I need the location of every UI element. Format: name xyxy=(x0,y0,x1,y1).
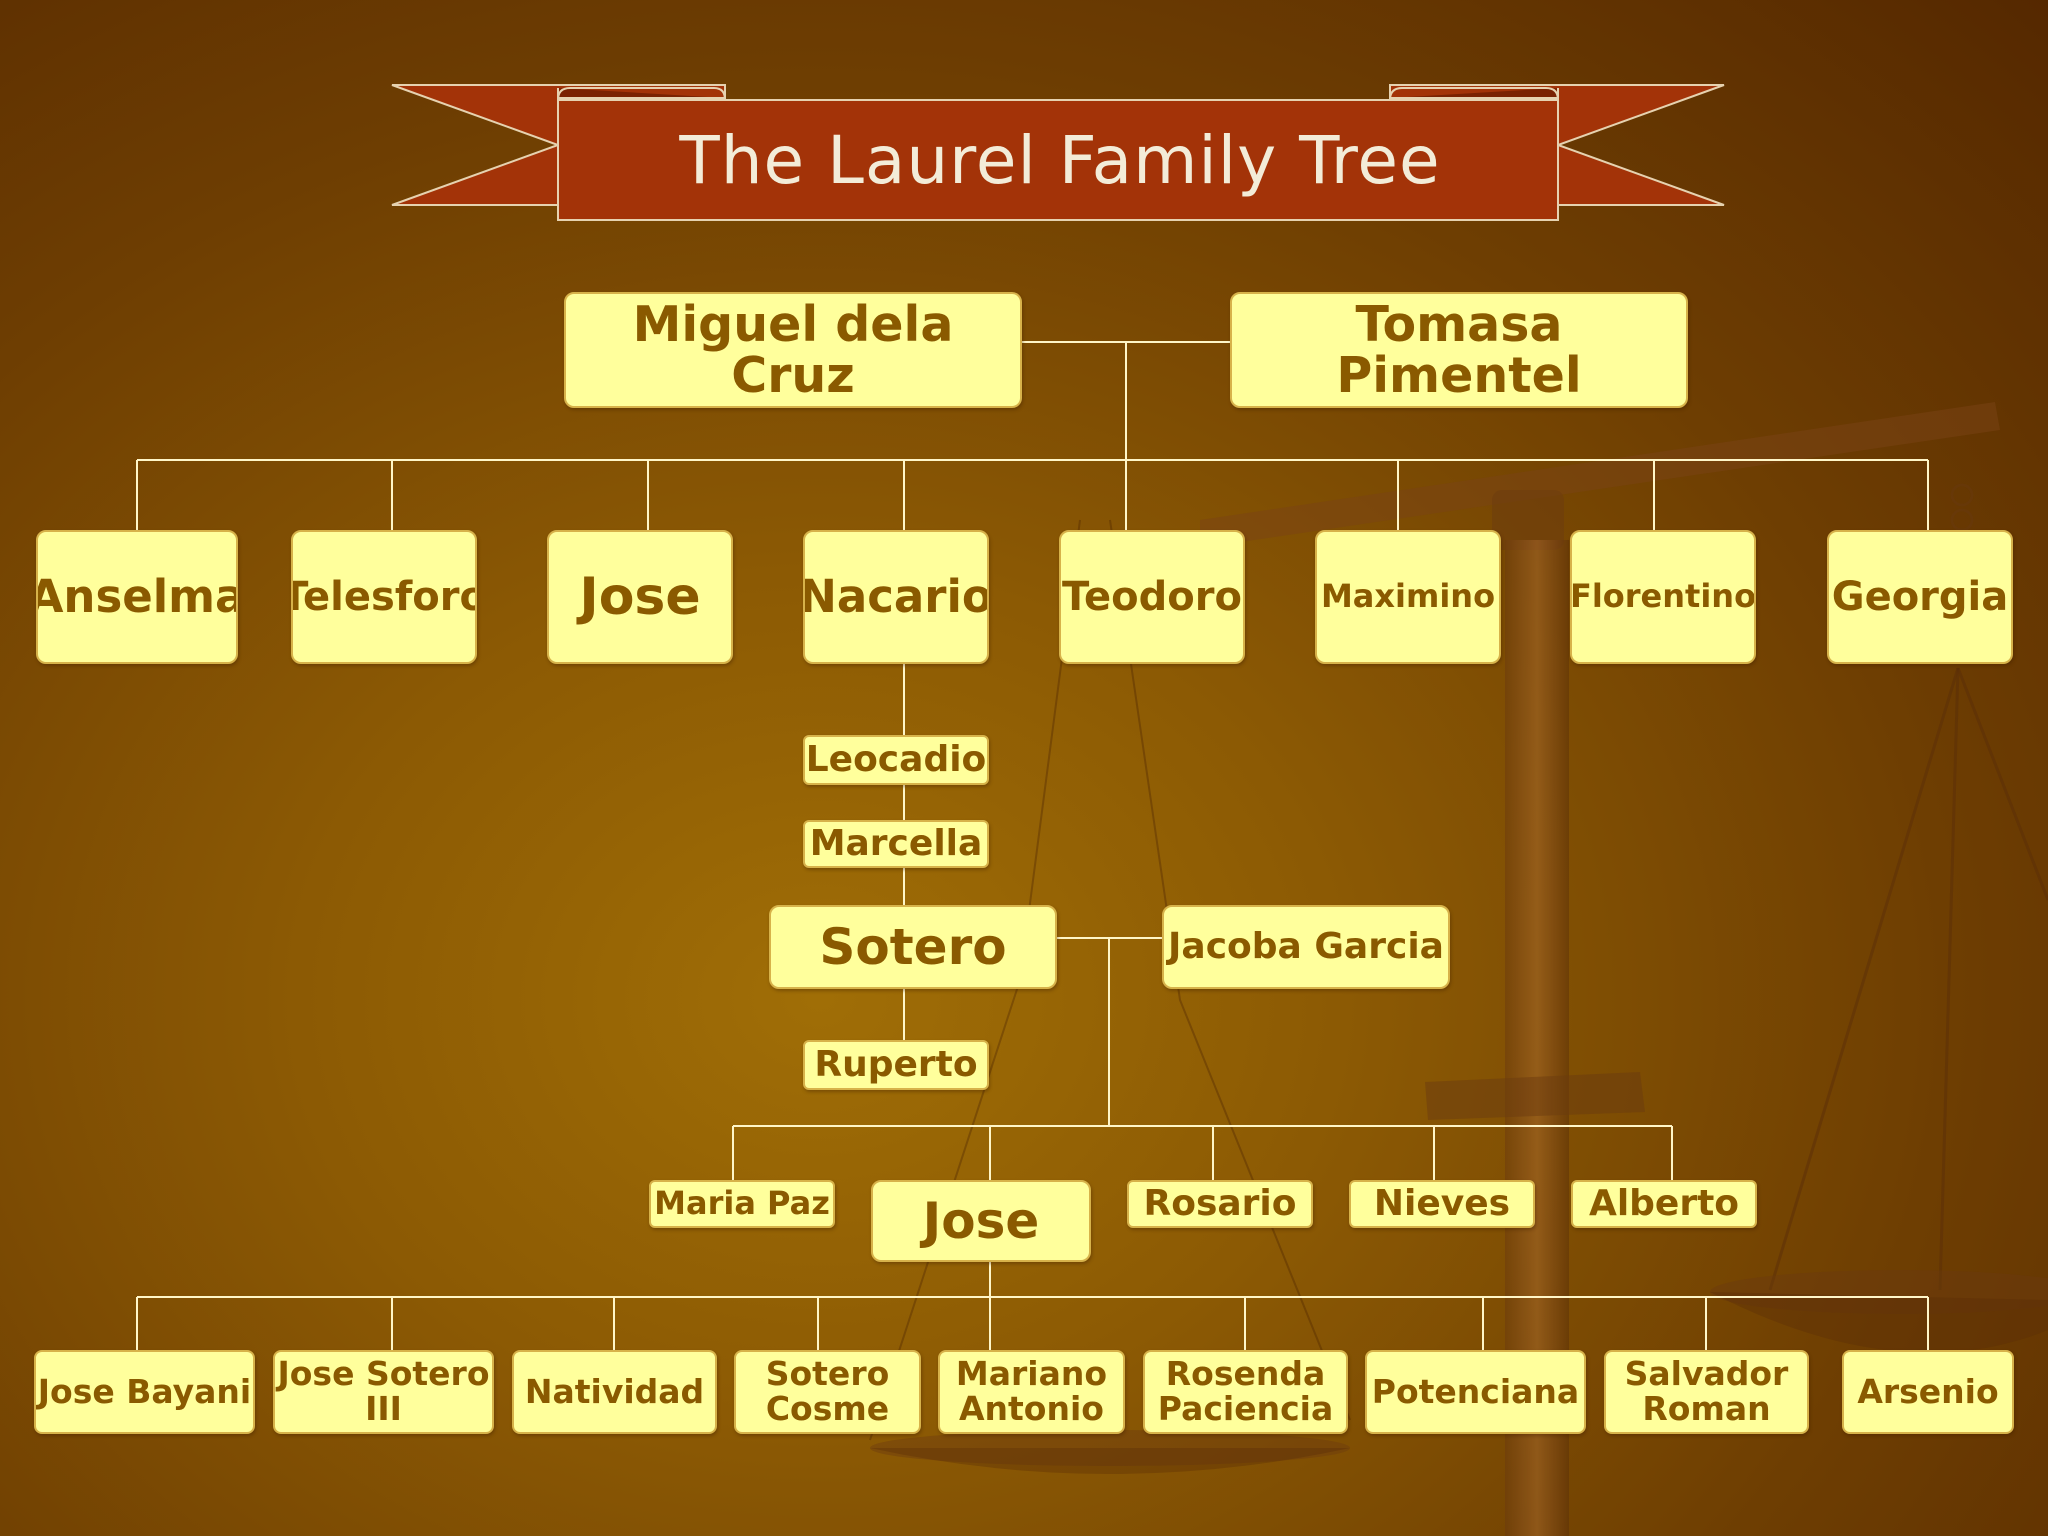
node-father: Miguel dela Cruz xyxy=(564,292,1022,408)
child-node: Nacario xyxy=(803,530,989,664)
great-grandchild-node: Natividad xyxy=(512,1350,717,1434)
node-mother: Tomasa Pimentel xyxy=(1230,292,1688,408)
great-grandchild-node: Rosenda Paciencia xyxy=(1143,1350,1348,1434)
child-node: Georgia xyxy=(1827,530,2013,664)
grandchild-node: Alberto xyxy=(1571,1180,1757,1228)
great-grandchild-node: Jose Bayani xyxy=(34,1350,255,1434)
grandchild-node: Rosario xyxy=(1127,1180,1313,1228)
child-node: Jose xyxy=(547,530,733,664)
great-grandchild-node: Salvador Roman xyxy=(1604,1350,1809,1434)
child-node: Maximino xyxy=(1315,530,1501,664)
grandchild-node: Jose xyxy=(871,1180,1091,1262)
great-grandchild-node: Jose Sotero III xyxy=(273,1350,494,1434)
great-grandchild-node: Sotero Cosme xyxy=(734,1350,921,1434)
lineage-node: Marcella xyxy=(803,820,989,868)
page-title: The Laurel Family Tree xyxy=(679,121,1441,199)
child-node: Telesforo xyxy=(291,530,477,664)
node-jacoba: Jacoba Garcia xyxy=(1162,905,1450,989)
child-node: Anselma xyxy=(36,530,238,664)
great-grandchild-node: Potenciana xyxy=(1365,1350,1586,1434)
node-sotero: Sotero xyxy=(769,905,1057,989)
child-node: Florentino xyxy=(1570,530,1756,664)
lineage-node: Leocadio xyxy=(803,735,989,785)
node-ruperto: Ruperto xyxy=(803,1040,989,1090)
great-grandchild-node: Mariano Antonio xyxy=(938,1350,1125,1434)
great-grandchild-node: Arsenio xyxy=(1842,1350,2014,1434)
grandchild-node: Maria Paz xyxy=(649,1180,835,1228)
child-node: Teodoro xyxy=(1059,530,1245,664)
title-banner xyxy=(391,84,1725,221)
grandchild-node: Nieves xyxy=(1349,1180,1535,1228)
